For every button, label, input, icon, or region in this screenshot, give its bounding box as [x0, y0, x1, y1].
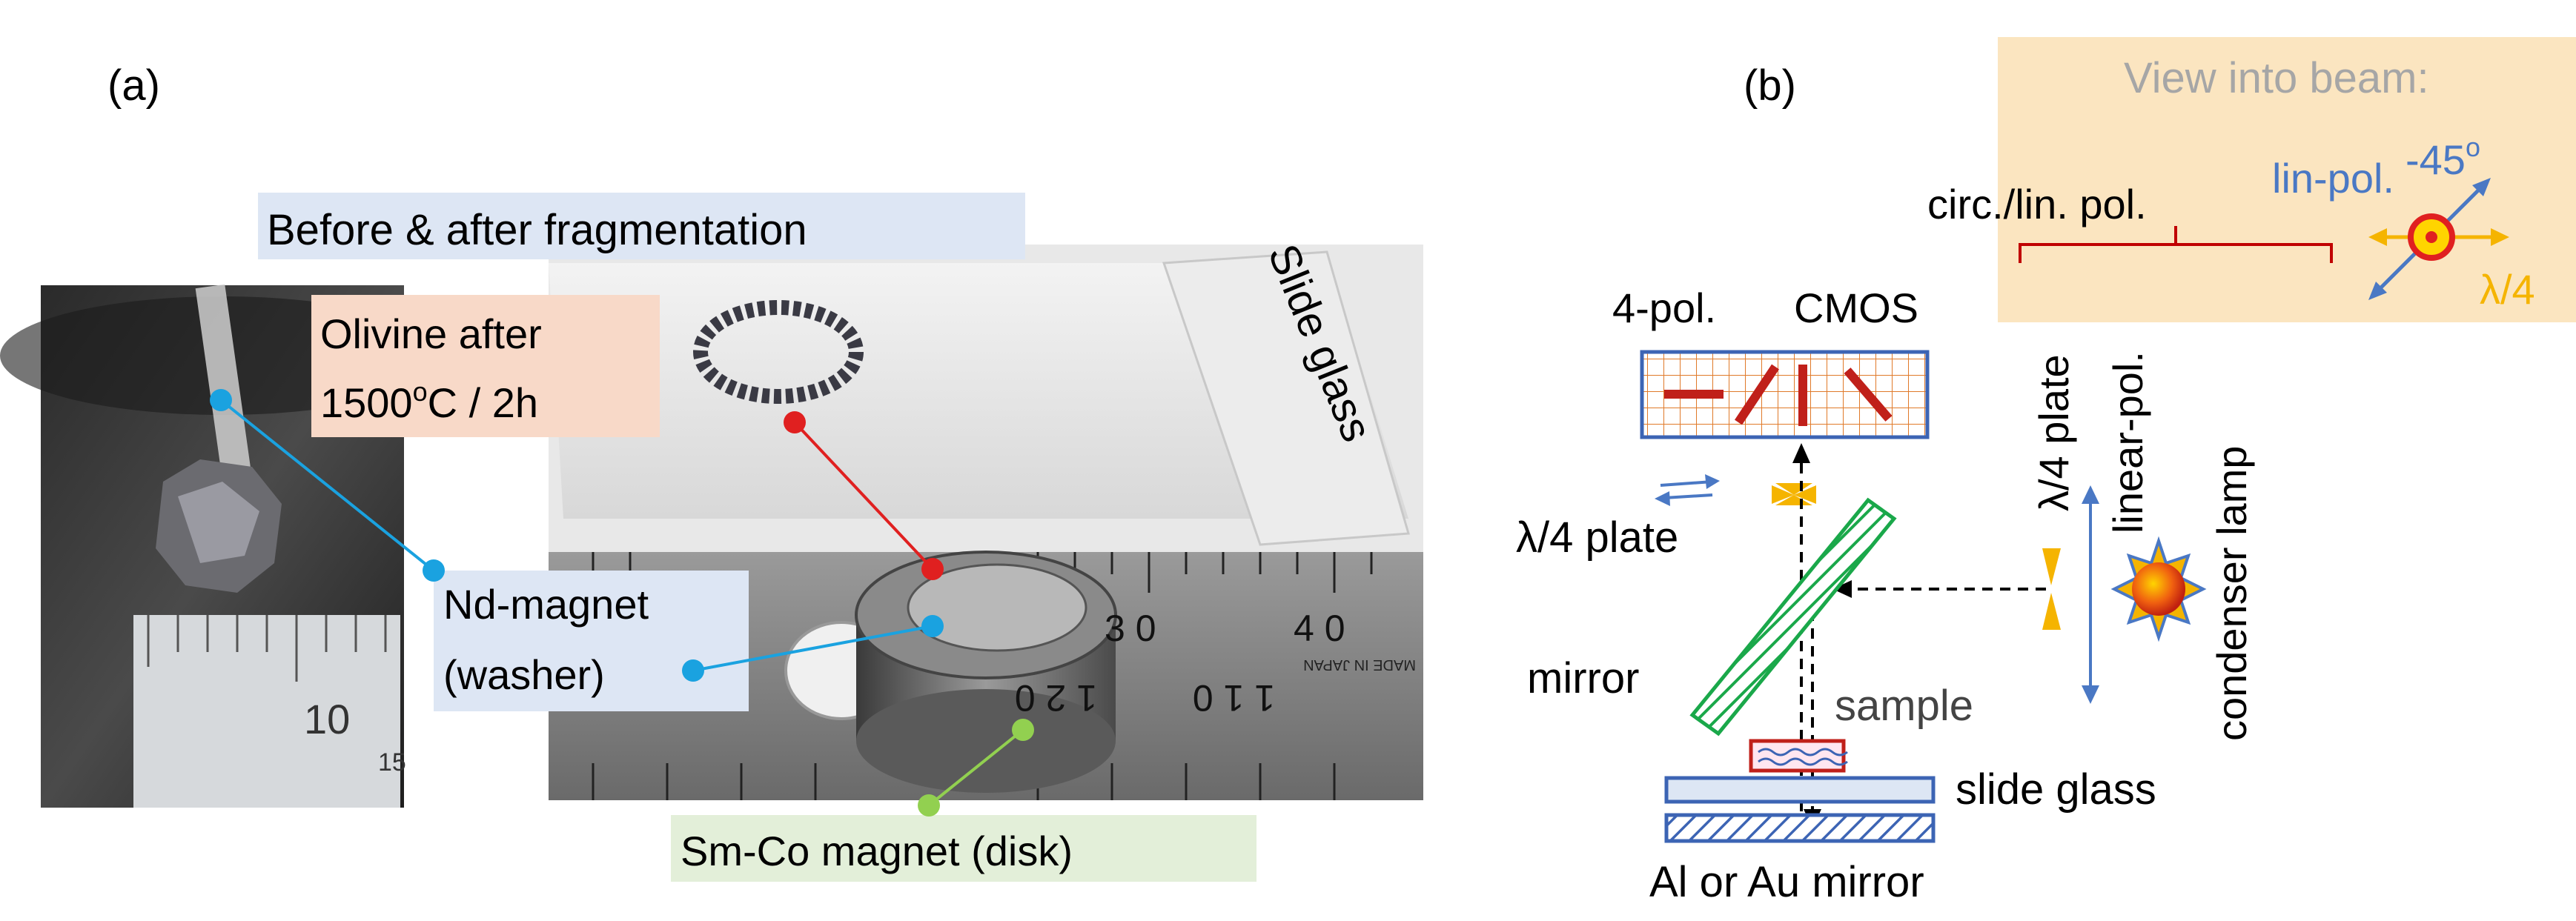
- lambda4-plate-vertical-label: λ/4 plate: [2030, 354, 2077, 511]
- ruler-right-tick-30: 3 0: [1105, 608, 1156, 649]
- sample-specimen: [1749, 739, 1846, 773]
- pointer-washer: [682, 615, 944, 682]
- pointer-ring: [784, 411, 944, 580]
- pointer-smco: [918, 719, 1034, 817]
- ruler-right-tick-120: 1 2 0: [1015, 677, 1097, 719]
- cmos-detector: [1640, 350, 1930, 439]
- al-au-mirror-label: Al or Au mirror: [1649, 858, 1924, 906]
- ruler-brand: MADE IN JAPAN: [1303, 656, 1416, 673]
- slide-glass: [1664, 776, 1936, 804]
- linear-polarizer-arrow: [2082, 485, 2099, 704]
- smco-label: Sm-Co magnet (disk): [681, 828, 1073, 874]
- lambda4-plate-left: [1772, 483, 1816, 505]
- view-inset-bg: [1998, 37, 2576, 322]
- nd-magnet-label-bg: [434, 571, 749, 711]
- circ-lin-bracket: [2019, 226, 2333, 263]
- slide-glass-b-label: slide glass: [1956, 765, 2156, 814]
- lin-pol-inset-label: lin-pol.: [2272, 155, 2394, 202]
- beam-splitter-mirror: [1689, 497, 1897, 737]
- view-into-beam-title: View into beam:: [2124, 54, 2429, 102]
- condenser-lamp-label: condenser lamp: [2208, 446, 2255, 741]
- olivine-label-bg: [311, 295, 660, 437]
- olivine-label: Olivine after: [320, 310, 542, 357]
- circ-lin-pol-label: circ./lin. pol.: [1927, 181, 2147, 227]
- ruler-left-tick-10: 10: [304, 696, 350, 742]
- ruler-left-tick-15: 15: [378, 748, 406, 777]
- lambda4-plate-label: λ/4 plate: [1516, 513, 1678, 562]
- panel-b-label: (b): [1744, 61, 1796, 110]
- sample-label: sample: [1835, 682, 1973, 730]
- beam-direction-icon: [2368, 178, 2509, 300]
- smco-label-bg: [671, 815, 1256, 882]
- four-pol-label: 4-pol.: [1612, 285, 1716, 331]
- lambda4-rotation-arrows: [1655, 474, 1720, 506]
- ruler-right-tick-40: 4 0: [1294, 608, 1345, 649]
- lambda4-plate-vertical: [2042, 548, 2061, 630]
- ruler-right-tick-110: 1 1 0: [1193, 677, 1275, 719]
- al-au-mirror: [1664, 813, 1936, 843]
- minus45-label: -45o: [2406, 132, 2480, 183]
- sample-texture: [1758, 748, 1848, 766]
- pointer-olivine: [210, 389, 445, 582]
- olivine-temp-label: 1500oC / 2h: [320, 376, 538, 426]
- mirror-label: mirror: [1527, 654, 1639, 702]
- condenser-lamp-icon: [2110, 536, 2207, 642]
- cmos-label: CMOS: [1794, 285, 1918, 331]
- beam-arrow-left: [1832, 580, 1852, 598]
- panel-a-label: (a): [107, 61, 160, 110]
- nd-magnet-washer-label: (washer): [443, 651, 605, 698]
- beam-arrow-up: [1792, 443, 1810, 463]
- fragment-ring: [693, 300, 864, 404]
- linear-pol-label: linear-pol.: [2105, 351, 2151, 533]
- header-label: Before & after fragmentation: [267, 206, 807, 254]
- header-label-bg: [258, 193, 1025, 259]
- nd-magnet-label: Nd-magnet: [443, 581, 649, 628]
- lambda4-inset-label: λ/4: [2480, 266, 2535, 313]
